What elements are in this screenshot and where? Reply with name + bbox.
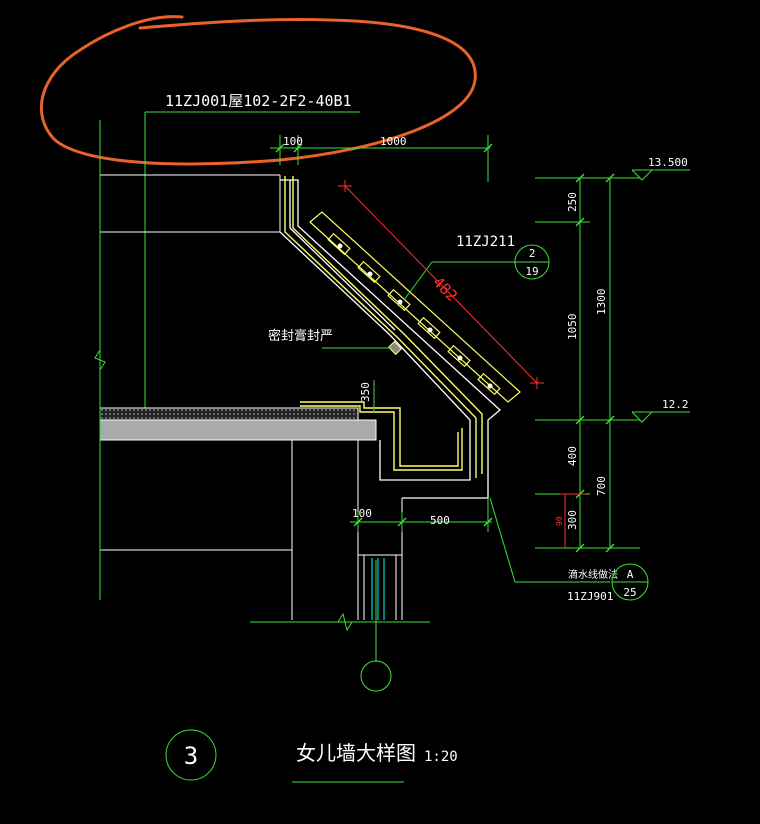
- tile-reference-text: 11ZJ211: [456, 234, 515, 250]
- elevation-mid: 12.2: [662, 398, 689, 411]
- dim-250: 250: [566, 192, 579, 212]
- sealant-text: 密封膏封严: [268, 328, 333, 344]
- dim-100-bottom: 100: [352, 507, 372, 520]
- elevation-top: 13.500: [648, 156, 688, 169]
- window-glazing: [371, 558, 385, 620]
- dim-1000: 1000: [380, 135, 407, 148]
- roof-slab: [99, 407, 377, 441]
- dim-100-top: 100: [283, 135, 303, 148]
- dim-500: 500: [430, 514, 450, 527]
- section-tag-drip-top: A: [627, 568, 634, 581]
- section-tag-tiles: 2 19: [514, 244, 550, 280]
- dim-400: 400: [566, 446, 579, 466]
- section-tag-tiles-bottom: 19: [525, 265, 538, 278]
- drawing-scale: 1:20: [424, 749, 458, 765]
- axis-bubble: [360, 660, 392, 692]
- tile-pins: [337, 243, 493, 389]
- dim-90: 90: [555, 516, 564, 526]
- drawing-number: 3: [184, 742, 198, 770]
- drawing-title-block: 3 女儿墙大样图 1:20: [165, 729, 458, 781]
- dimension-ticks: [275, 143, 615, 553]
- roof-reference-callout: 11ZJ001屋102-2F2-40B1: [144, 92, 360, 412]
- roof-reference-text: 11ZJ001屋102-2F2-40B1: [165, 92, 352, 110]
- waterproof-layers: [284, 176, 483, 478]
- dim-1300: 1300: [595, 289, 608, 316]
- section-tag-tiles-top: 2: [529, 247, 536, 260]
- sealant-block: [387, 340, 403, 356]
- drip-text: 滴水线做法: [568, 568, 618, 581]
- markup-circle: [39, 15, 477, 166]
- dim-700: 700: [595, 476, 608, 496]
- drawing-title: 女儿墙大样图: [296, 741, 416, 765]
- dim-300: 300: [566, 510, 579, 530]
- roof-tiles: [309, 211, 521, 403]
- section-tag-drip-bottom: 25: [623, 586, 636, 599]
- dim-350: 350: [359, 382, 372, 402]
- dimension-lines: [94, 120, 690, 783]
- red-dimensions: [338, 180, 585, 548]
- drip-reference-text: 11ZJ901: [567, 590, 613, 603]
- section-tag-drip: A 25: [611, 563, 649, 601]
- dim-1050: 1050: [566, 314, 579, 341]
